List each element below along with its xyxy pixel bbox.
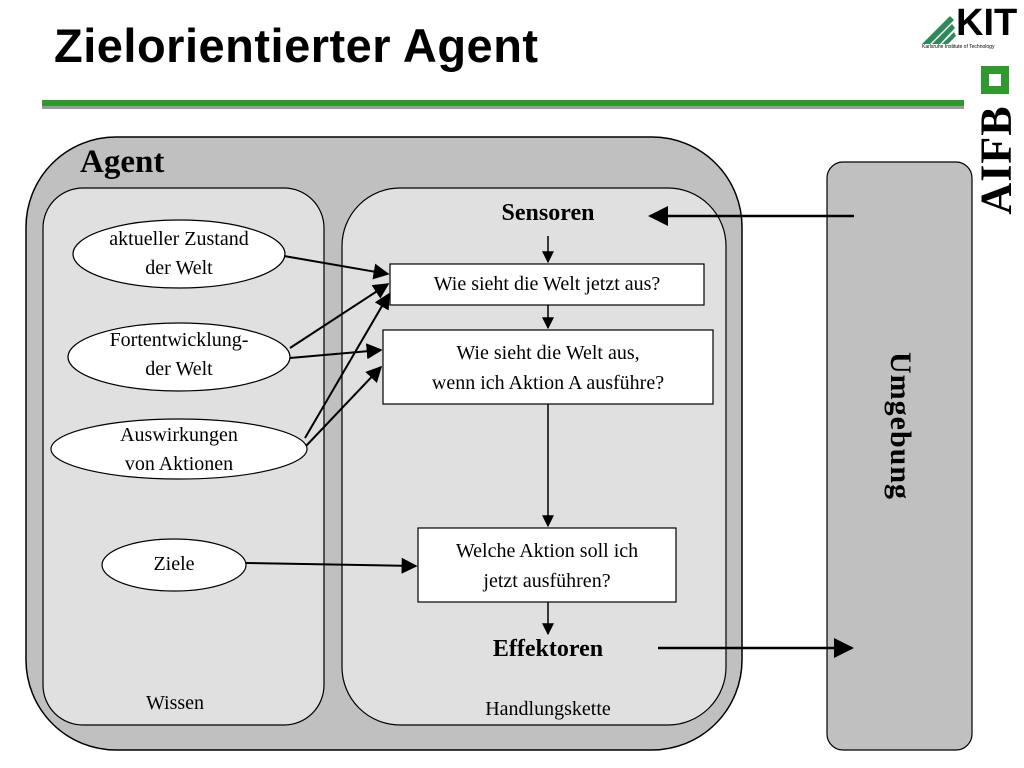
q2-label-line-1: Wie sieht die Welt aus,: [456, 342, 640, 364]
q3-label-line-1: Welche Aktion soll ich: [455, 540, 639, 562]
evolution-label-line-2: der Welt: [145, 358, 213, 380]
agent-label: Agent: [80, 144, 165, 180]
goals-label: Ziele: [153, 553, 195, 575]
evolution-label-line-1: Fortentwicklung-: [109, 329, 249, 351]
kit-logo-icon: [922, 16, 956, 44]
effects-label: Auswirkungen von Aktionen: [52, 421, 306, 479]
effects-ellipse: [50, 418, 308, 480]
sensors-label: Sensoren: [501, 200, 595, 226]
slide-title: Zielorientierter Agent: [54, 19, 539, 72]
effects-label-line-1: Auswirkungen: [120, 424, 238, 446]
box-world-now: [389, 263, 705, 306]
arrow-evolution-to-q2: [289, 343, 383, 360]
q1-label: Wie sieht die Welt jetzt aus?: [433, 273, 661, 295]
effectors-label: Effektoren: [492, 636, 604, 662]
q3-label-line-2: jetzt ausführen?: [483, 570, 611, 592]
aifb-logo-icon: [981, 66, 1009, 94]
evolution-label: Fortentwicklung- der Welt: [69, 326, 289, 384]
arrow-evolution-to-q1: [289, 283, 390, 349]
q2-label: Wie sieht die Welt aus, wenn ich Aktion …: [383, 338, 713, 398]
state-label-line-1: aktueller Zustand: [109, 228, 249, 250]
box-which-action: [417, 527, 677, 603]
arrow-state-to-q1: [283, 255, 390, 280]
environment-box: [826, 161, 973, 751]
arrow-goals-to-q3: [245, 557, 418, 574]
effects-label-line-2: von Aktionen: [124, 453, 234, 475]
state-ellipse: [72, 219, 286, 289]
environment-label: Umgebung: [884, 351, 917, 501]
action-chain-panel-label: Handlungskette: [485, 698, 611, 720]
kit-logo-text: KIT: [956, 2, 1018, 44]
arrow-effects-to-q2: [305, 365, 383, 447]
state-label-line-2: der Welt: [145, 257, 213, 279]
knowledge-panel-label: Wissen: [145, 692, 205, 714]
q2-label-line-2: wenn ich Aktion A ausführe?: [431, 372, 665, 394]
goals-ellipse: [101, 538, 247, 592]
title-rule: [42, 100, 964, 109]
box-world-after-action: [382, 329, 714, 405]
state-label: aktueller Zustand der Welt: [74, 225, 284, 283]
q3-label: Welche Aktion soll ich jetzt ausführen?: [418, 536, 676, 596]
arrow-effects-to-q1: [304, 292, 390, 439]
kit-logo-subtitle: Karlsruhe Institute of Technology: [922, 44, 995, 50]
